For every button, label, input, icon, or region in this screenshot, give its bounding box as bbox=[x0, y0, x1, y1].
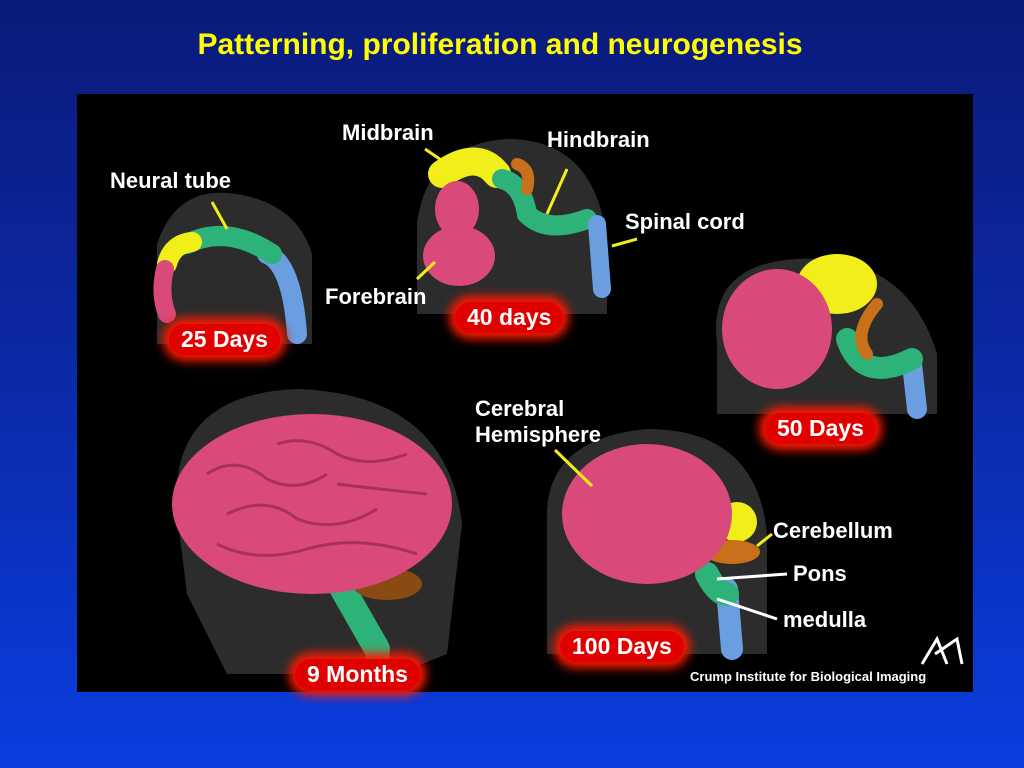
stage-badge-9-months: 9 Months bbox=[295, 659, 420, 690]
label-cerebellum: Cerebellum bbox=[773, 518, 893, 543]
stage-9-months-drawing bbox=[172, 389, 462, 686]
page-title: Patterning, proliferation and neurogenes… bbox=[197, 28, 803, 61]
stage-40-days-drawing bbox=[415, 139, 638, 314]
stage-100-days-drawing bbox=[546, 429, 788, 660]
label-cerebral: Cerebral bbox=[475, 396, 565, 421]
stage-badge-25-days: 25 Days bbox=[169, 324, 280, 355]
stage-badge-50-days: 50 Days bbox=[765, 413, 876, 444]
label-forebrain: Forebrain bbox=[325, 284, 427, 309]
label-spinal-cord: Spinal cord bbox=[625, 209, 745, 234]
label-hindbrain: Hindbrain bbox=[547, 127, 650, 152]
brain-development-artwork bbox=[153, 139, 964, 686]
label-hemisphere: Hemisphere bbox=[475, 422, 601, 447]
label-pons: Pons bbox=[793, 561, 847, 586]
label-midbrain: Midbrain bbox=[342, 120, 434, 145]
label-neural-tube: Neural tube bbox=[110, 168, 232, 193]
neural-tube-fore-25 bbox=[153, 260, 176, 323]
credit-text: Crump Institute for Biological Imaging bbox=[690, 669, 927, 684]
diagram-panel: Neural tube Midbrain Hindbrain Spinal co… bbox=[77, 94, 973, 692]
stage-25-days-drawing bbox=[153, 192, 312, 344]
stage-50-days-drawing bbox=[716, 254, 937, 419]
stage-badge-40-days: 40 days bbox=[455, 302, 564, 333]
label-medulla: medulla bbox=[783, 607, 867, 632]
stage-badge-100-days: 100 Days bbox=[560, 631, 684, 662]
crump-logo-icon bbox=[920, 635, 964, 665]
